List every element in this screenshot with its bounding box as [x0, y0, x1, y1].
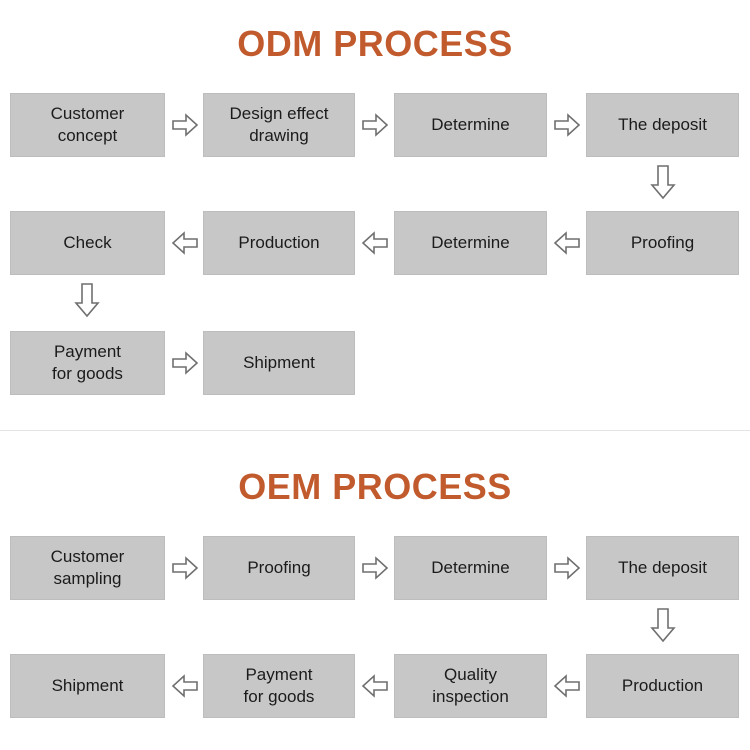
process-box-odm-r3-c2[interactable]: Shipment [203, 331, 355, 395]
page-title-odm: ODM PROCESS [237, 23, 513, 64]
arrow-right-icon [362, 112, 389, 138]
arrow-left-icon [171, 673, 198, 699]
page-title-oem: OEM PROCESS [238, 466, 512, 507]
process-box-odm-r2-c4[interactable]: Proofing [586, 211, 739, 275]
arrow-right-icon [172, 112, 199, 138]
process-box-odm-r2-c1[interactable]: Check [10, 211, 165, 275]
process-box-oem-r1-c3[interactable]: Determine [394, 536, 547, 600]
process-box-odm-r3-c1[interactable]: Payment for goods [10, 331, 165, 395]
arrow-right-icon [554, 112, 581, 138]
process-box-oem-r1-c2[interactable]: Proofing [203, 536, 355, 600]
process-box-odm-r1-c1[interactable]: Customer concept [10, 93, 165, 157]
process-box-odm-r1-c2[interactable]: Design effect drawing [203, 93, 355, 157]
arrow-left-icon [361, 673, 388, 699]
arrow-right-icon [554, 555, 581, 581]
process-box-oem-r2-c4[interactable]: Production [586, 654, 739, 718]
arrow-down-icon [650, 608, 676, 643]
process-box-odm-r2-c3[interactable]: Determine [394, 211, 547, 275]
section-divider [0, 430, 750, 431]
arrow-left-icon [553, 230, 580, 256]
process-box-odm-r1-c3[interactable]: Determine [394, 93, 547, 157]
process-box-odm-r1-c4[interactable]: The deposit [586, 93, 739, 157]
process-box-oem-r1-c4[interactable]: The deposit [586, 536, 739, 600]
arrow-right-icon [362, 555, 389, 581]
arrow-left-icon [361, 230, 388, 256]
arrow-right-icon [172, 555, 199, 581]
arrow-down-icon [650, 165, 676, 200]
process-box-odm-r2-c2[interactable]: Production [203, 211, 355, 275]
arrow-down-icon [74, 283, 100, 318]
process-box-oem-r2-c3[interactable]: Quality inspection [394, 654, 547, 718]
arrow-left-icon [171, 230, 198, 256]
process-box-oem-r1-c1[interactable]: Customer sampling [10, 536, 165, 600]
arrow-right-icon [172, 350, 199, 376]
process-box-oem-r2-c2[interactable]: Payment for goods [203, 654, 355, 718]
process-box-oem-r2-c1[interactable]: Shipment [10, 654, 165, 718]
arrow-left-icon [553, 673, 580, 699]
